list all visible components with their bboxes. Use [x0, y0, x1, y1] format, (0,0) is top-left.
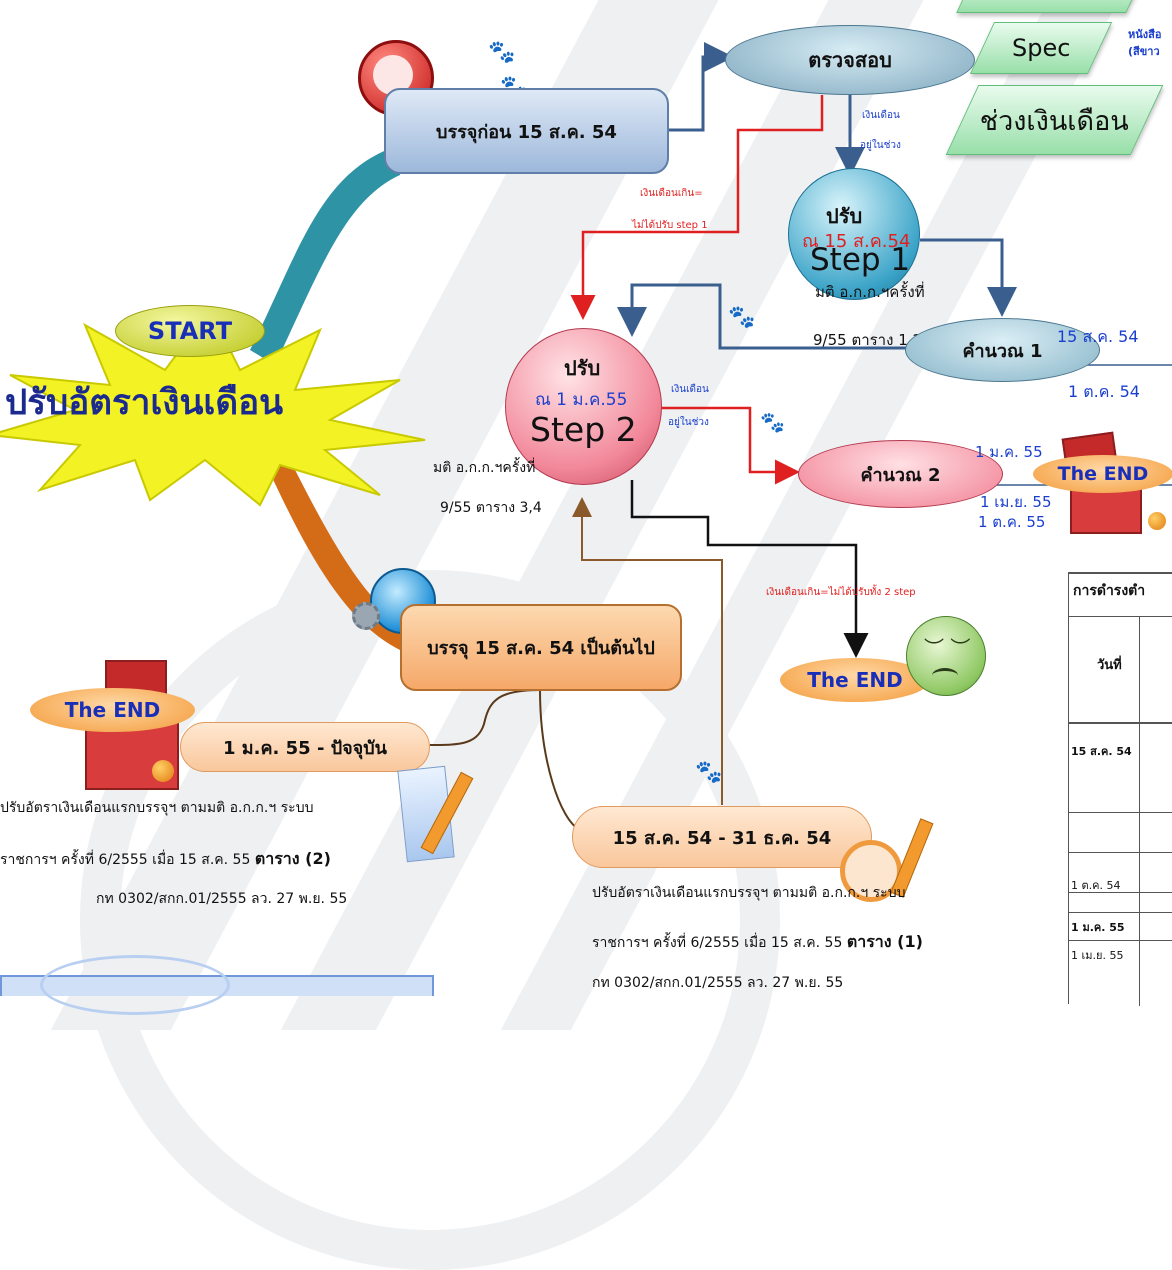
calc1-date-1: 15 ส.ค. 54 [1057, 327, 1139, 346]
table-row-date: 15 ส.ค. 54 [1071, 745, 1132, 758]
note-b-line2: ราชการฯ ครั้งที่ 6/2555 เมื่อ 15 ส.ค. 55… [592, 930, 923, 955]
node-period-aug-54-dec-54[interactable]: 15 ส.ค. 54 - 31 ธ.ค. 54 [572, 806, 872, 868]
step2-step: Step 2 [530, 410, 637, 449]
step2-note2: 9/55 ตาราง 3,4 [440, 500, 542, 516]
calc1-date-2: 1 ต.ค. 54 [1068, 382, 1140, 401]
node-calc-2[interactable]: คำนวณ 2 [798, 440, 1003, 508]
node-check[interactable]: ตรวจสอบ [725, 25, 975, 95]
note-a-line1: ปรับอัตราเงินเดือนแรกบรรจุฯ ตามมติ อ.ก.ก… [0, 800, 314, 816]
node-calc-1[interactable]: คำนวณ 1 [905, 318, 1100, 382]
table-row [1069, 940, 1172, 941]
node-period-jan-55-present[interactable]: 1 ม.ค. 55 - ปัจจุบัน [180, 722, 430, 772]
node-step-1[interactable] [788, 168, 920, 300]
step1-title: ปรับ [826, 204, 863, 228]
table-row-date: 1 ต.ค. 54 [1071, 879, 1121, 892]
paw-print-icon: 🐾 [728, 305, 756, 330]
label-over-1a: เงินเดือนเกิน= [640, 188, 703, 199]
doc-note-1: หนังสือ [1128, 28, 1162, 41]
node-before-15-aug-54[interactable]: บรรจุก่อน 15 ส.ค. 54 [384, 88, 669, 174]
step2-date: ณ 1 ม.ค.55 [535, 390, 628, 410]
shape-top-green [956, 0, 1144, 13]
start-star-burst [0, 308, 426, 507]
step1-note2: 9/55 ตาราง 1,2 [813, 331, 923, 349]
note-b-line2-bold: ตาราง (1) [846, 932, 923, 951]
note-b-line1: ปรับอัตราเงินเดือนแรกบรรจุฯ ตามมติ อ.ก.ก… [592, 885, 906, 901]
note-a-line2-text: ราชการฯ ครั้งที่ 6/2555 เมื่อ 15 ส.ค. 55 [0, 852, 255, 868]
table-row [1069, 852, 1172, 853]
label-in-range-2b: อยู่ในช่วง [668, 417, 709, 428]
step1-step: Step 1 [810, 242, 911, 278]
table-row [1069, 812, 1172, 813]
node-spec[interactable]: Spec [969, 22, 1113, 74]
start-title: ปรับอัตราเงินเดือน [5, 383, 284, 423]
step2-title: ปรับ [564, 356, 601, 380]
step1-note1: มติ อ.ก.ก.ฯครั้งที่ [815, 283, 925, 301]
paw-print-icon: 🐾 [695, 760, 723, 785]
node-from-15-aug-54[interactable]: บรรจุ 15 ส.ค. 54 เป็นต้นไป [400, 604, 682, 691]
gear-icon [352, 602, 380, 630]
table-row [1069, 892, 1172, 893]
small-globe-icon [152, 760, 174, 782]
table-fragment: การดำรงตำ วันที่ 15 ส.ค. 54 1 ต.ค. 54 1 … [1068, 572, 1172, 1006]
label-in-range-2a: เงินเดือน [671, 384, 709, 395]
branch-teal [250, 145, 400, 365]
label-over-1b: ไม่ได้ปรับ step 1 [632, 220, 708, 231]
step2-note1: มติ อ.ก.ก.ฯครั้งที่ [433, 460, 536, 476]
start-label[interactable]: START [115, 305, 265, 357]
note-a-line2: ราชการฯ ครั้งที่ 6/2555 เมื่อ 15 ส.ค. 55… [0, 847, 331, 872]
note-b-line2-text: ราชการฯ ครั้งที่ 6/2555 เมื่อ 15 ส.ค. 55 [592, 935, 847, 951]
frame-arc [40, 955, 230, 1015]
node-step-2[interactable] [505, 328, 662, 485]
label-over-2: เงินเดือนเกิน=ไม่ได้ปรับทั้ง 2 step [766, 587, 916, 598]
note-a-line3: กท 0302/สกก.01/2555 ลว. 27 พ.ย. 55 [96, 891, 348, 907]
sad-face-eyes: ︶ ︶ [924, 636, 971, 660]
table-header-rule [1069, 616, 1172, 617]
label-in-range-1a: เงินเดือน [862, 110, 900, 121]
the-end-badge-middle: The END [780, 658, 930, 702]
paw-print-icon: 🐾 [488, 40, 516, 65]
table-row-date: 1 ม.ค. 55 [1071, 921, 1125, 934]
table-col-header: วันที่ [1097, 658, 1122, 673]
note-b-line3: กท 0302/สกก.01/2555 ลว. 27 พ.ย. 55 [592, 975, 844, 991]
node-salary-range[interactable]: ช่วงเงินเดือน [945, 85, 1164, 155]
sad-face-mouth [932, 668, 958, 683]
calc2-date-1: 1 ม.ค. 55 [975, 443, 1043, 461]
the-end-badge-right: The END [1033, 455, 1172, 493]
the-end-badge-left: The END [30, 688, 195, 732]
node-salary-range-label: ช่วงเงินเดือน [980, 105, 1129, 137]
table-col-divider [1139, 616, 1140, 1006]
node-spec-label: Spec [1011, 34, 1071, 62]
note-a-line2-bold: ตาราง (2) [254, 849, 331, 868]
label-in-range-1b: อยู่ในช่วง [860, 140, 901, 151]
connector-lines [250, 42, 1172, 831]
table-row [1069, 912, 1172, 913]
calc2-date-2: 1 เม.ย. 55 [980, 493, 1052, 511]
doc-note-2: (สีขาว [1128, 45, 1160, 58]
step1-date: ณ 15 ส.ค.54 [802, 231, 911, 252]
table-row [1069, 722, 1172, 724]
calc2-date-3: 1 ต.ค. 55 [978, 513, 1046, 531]
table-header: การดำรงตำ [1073, 583, 1146, 599]
branch-orange [255, 430, 405, 650]
table-row-date: 1 เม.ย. 55 [1071, 949, 1124, 962]
paw-print-icon: 🐾 [760, 410, 785, 434]
small-globe-icon [1148, 512, 1166, 530]
